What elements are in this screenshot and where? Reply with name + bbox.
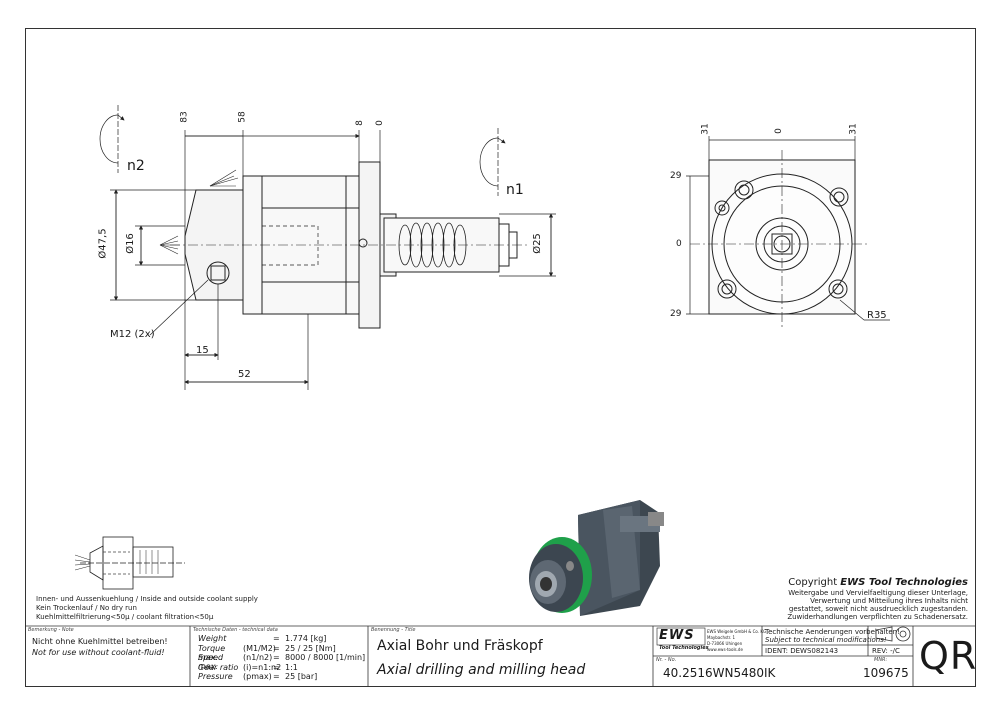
tech-row: Gear ratio (i)=n1:n2 = 1:1 <box>198 663 366 673</box>
dim-dia-47-5: Ø47,5 <box>97 228 109 259</box>
dim-8: 8 <box>354 120 365 126</box>
tech-sym: (i)=n1:n2 <box>243 662 282 672</box>
dim-r35: R35 <box>867 310 887 321</box>
copyright-prefix: Copyright <box>788 577 841 588</box>
rotation-n2: n2 <box>127 158 145 174</box>
copyright-line-1: Weitergabe und Vervielfaeltigung dieser … <box>788 589 968 597</box>
tech-eq: = <box>273 653 280 663</box>
tech-eq: = <box>273 634 280 643</box>
tech-sym: (n1/n2) <box>243 653 273 663</box>
dim-58: 58 <box>237 111 248 123</box>
coolant-note-1: Innen- und Aussenkuehlung / Inside and o… <box>36 595 258 603</box>
copyright-line-3: gestattet, soweit nicht ausdruecklich zu… <box>788 605 968 613</box>
tech-val: 8000 / 8000 [1/min] <box>285 653 366 663</box>
dim-dia-25: Ø25 <box>531 233 543 254</box>
dim-front-0-v: 0 <box>676 239 682 249</box>
dim-front-31-left: 31 <box>700 123 711 135</box>
tech-row: Pressure (pmax) = 25 [bar] <box>198 672 366 682</box>
dim-m12: M12 (2x) <box>110 329 155 340</box>
company-line-3: D-73066 Uhingen <box>707 641 743 646</box>
dim-83: 83 <box>179 111 190 123</box>
revision: REV: -/C <box>872 647 900 655</box>
tech-label: Technische Daten - technical data <box>193 627 278 633</box>
title-label: Benennung - Title <box>371 627 416 633</box>
dim-front-31-right: 31 <box>848 123 859 135</box>
changes-de: Technische Aenderungen vorbehalten! <box>765 628 900 636</box>
tech-data-table: Weight = 1.774 [kg] Torque max. (M1/M2) … <box>198 634 366 682</box>
tech-row: Torque max. (M1/M2) = 25 / 25 [Nm] <box>198 643 366 662</box>
tech-sym: (M1/M2) <box>243 643 276 653</box>
drawing-frame <box>25 28 976 687</box>
tech-val: 1:1 <box>285 662 298 672</box>
logo-text: EWS <box>659 628 695 643</box>
tech-name: Pressure <box>198 672 233 682</box>
logo-subtext: Tool Technologies <box>659 645 709 651</box>
tech-val: 25 [bar] <box>285 672 318 682</box>
dim-15: 15 <box>196 345 209 356</box>
tech-val: 1.774 [kg] <box>285 634 327 643</box>
copyright-heading: Copyright EWS Tool Technologies <box>788 577 968 588</box>
tech-eq: = <box>273 662 280 672</box>
ews-logo <box>656 627 706 646</box>
tool-rendering <box>529 500 664 616</box>
dim-front-0: 0 <box>773 128 784 134</box>
mnr-number: 109675 <box>863 666 909 680</box>
company-line-4: www.ews-tools.de <box>707 647 743 652</box>
copyright-line-2: Verwertung und Mitteilung ihres Inhalts … <box>810 597 968 605</box>
tech-sym: (pmax) <box>243 672 272 682</box>
copyright-brand: EWS Tool Technologies <box>840 577 968 588</box>
side-view-dimensions <box>99 105 556 390</box>
title-de: Axial Bohr und Fräskopf <box>377 638 543 654</box>
side-view <box>159 161 530 329</box>
title-block <box>25 625 976 687</box>
front-view <box>690 150 870 330</box>
company-line-1: EWS Weigele GmbH & Co. KG <box>707 629 767 634</box>
tech-row: Speed max. (n1/n2) = 8000 / 8000 [1/min] <box>198 653 366 672</box>
dim-0: 0 <box>374 120 385 126</box>
coolant-note-2: Kein Trockenlauf / No dry run <box>36 604 137 612</box>
dim-dia-16: Ø16 <box>124 233 136 254</box>
mnr-label: MNR: <box>874 657 888 663</box>
coolant-note-3: Kuehlmittelfiltrierung<50µ / coolant fil… <box>36 613 214 621</box>
part-number: 40.2516WN5480IK <box>663 666 776 680</box>
rotation-n1: n1 <box>506 182 524 198</box>
coolant-schematic <box>74 536 185 590</box>
nr-label: Nr. - No. <box>656 657 677 663</box>
changes-en: Subject to technical modifications! <box>765 636 887 644</box>
tech-sym <box>243 634 273 644</box>
title-en: Axial drilling and milling head <box>377 662 586 678</box>
tech-name: Gear ratio <box>198 662 239 672</box>
tech-name: Weight <box>198 634 227 643</box>
qr-mark: QR <box>919 634 978 678</box>
tech-val: 25 / 25 [Nm] <box>285 643 336 653</box>
tech-row: Weight = 1.774 [kg] <box>198 634 366 644</box>
dim-front-29-bottom: 29 <box>670 309 682 319</box>
tech-name: Speed max. <box>198 653 224 672</box>
copyright-line-4: Zuwiderhandlungen verpflichten zu Schade… <box>787 613 968 621</box>
ident: IDENT: DEWS082143 <box>765 647 839 655</box>
tech-eq: = <box>273 672 280 682</box>
note-label: Bemerkung - Note <box>28 627 74 633</box>
dim-front-29-top: 29 <box>670 171 682 181</box>
front-view-dimensions <box>686 136 890 321</box>
tech-eq: = <box>273 643 280 653</box>
note-en: Not for use without coolant-fluid! <box>32 648 165 657</box>
dim-52: 52 <box>238 369 251 380</box>
tech-name: Torque max. <box>198 643 226 662</box>
company-line-2: Maybachstr. 1 <box>707 635 736 640</box>
note-de: Nicht ohne Kuehlmittel betreiben! <box>32 637 168 646</box>
